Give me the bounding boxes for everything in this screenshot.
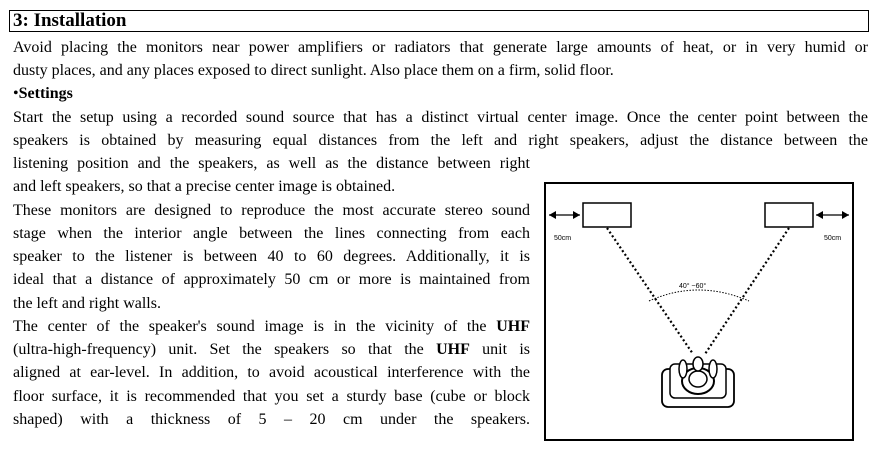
speaker-placement-diagram: 50cm 50cm 40° ~60° <box>544 182 854 441</box>
right-distance-label: 50cm <box>824 235 841 242</box>
section-heading: 3: Installation <box>9 10 869 32</box>
settings-subheading: •Settings <box>13 82 73 105</box>
p3-text: unit is <box>469 341 530 358</box>
settings-p1-line-1: Start the setup using a recorded sound s… <box>13 109 868 126</box>
settings-p3-line-1: The center of the speaker's sound image … <box>13 315 530 338</box>
settings-p2-line-3: speaker to the listener is between 40 to… <box>13 248 530 265</box>
uhf-term: UHF <box>436 341 470 358</box>
settings-heading: Settings <box>18 85 73 102</box>
right-speaker-icon <box>764 202 814 228</box>
angle-arc <box>648 289 750 302</box>
angle-label: 40° ~60° <box>679 282 706 290</box>
left-speaker-icon <box>582 202 632 228</box>
intro-line-2: dusty places, and any places exposed to … <box>13 62 614 79</box>
settings-p2-line-5: the left and right walls. <box>13 295 161 312</box>
settings-p2-line-4: ideal that a distance of approximately 5… <box>13 271 530 288</box>
settings-p2-line-2: stage when the interior angle between th… <box>13 225 530 242</box>
settings-p1-line-3: listening position and the speakers, as … <box>13 155 530 172</box>
settings-p3-line-5: shaped) with a thickness of 5 – 20 cm un… <box>13 411 530 428</box>
diagram-svg: 50cm 50cm 40° ~60° <box>549 202 849 408</box>
settings-p2-line-1: These monitors are designed to reproduce… <box>13 202 530 219</box>
p3-text: The center of the speaker's sound image … <box>13 318 497 335</box>
left-distance-arrow-icon <box>549 211 580 219</box>
p3-text: (ultra-high-frequency) unit. Set the spe… <box>13 341 437 358</box>
left-distance-label: 50cm <box>554 235 571 242</box>
settings-p3-line-2: (ultra-high-frequency) unit. Set the spe… <box>13 338 530 361</box>
listener-chair-icon <box>661 356 735 408</box>
right-sight-line <box>704 227 790 355</box>
settings-p1-line-4: and left speakers, so that a precise cen… <box>13 178 396 195</box>
settings-p3-line-3: aligned at ear-level. In addition, to av… <box>13 364 530 381</box>
left-sight-line <box>606 227 694 355</box>
bullet-icon: • <box>13 85 19 102</box>
intro-line-1: Avoid placing the monitors near power am… <box>13 39 868 56</box>
settings-p1-line-2: speakers is obtained by measuring equal … <box>13 132 868 149</box>
settings-p3-line-4: floor surface, it is recommended that yo… <box>13 388 530 405</box>
uhf-term: UHF <box>496 318 530 335</box>
right-distance-arrow-icon <box>816 211 849 219</box>
